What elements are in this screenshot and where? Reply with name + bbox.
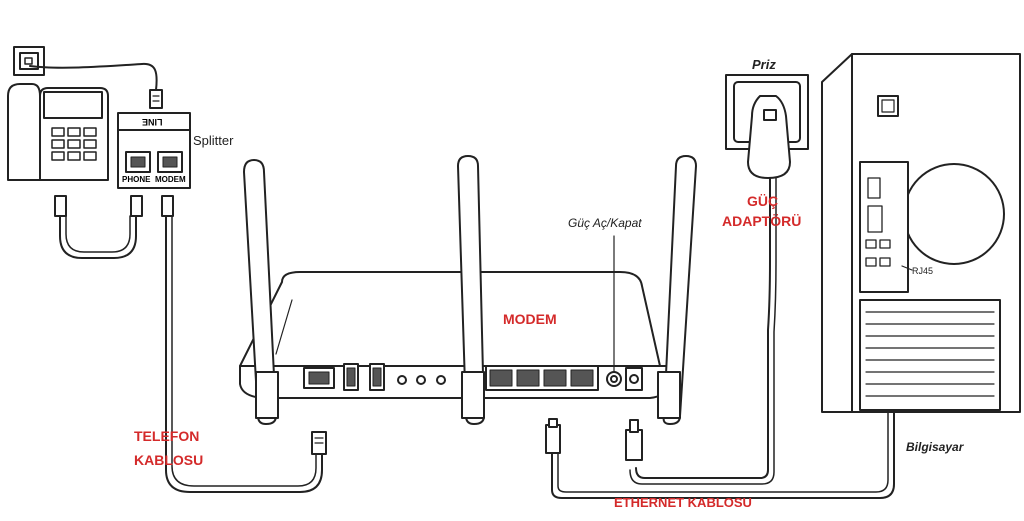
splitter-icon xyxy=(117,112,191,189)
phone-cable xyxy=(54,195,143,259)
telephone-icon xyxy=(7,83,109,181)
splitter-phone-label: PHONE xyxy=(122,175,151,184)
modem-label: MODEM xyxy=(503,311,557,327)
router-icon xyxy=(239,155,697,425)
telefon-label-2: KABLOSU xyxy=(134,452,204,468)
power-adapter-icon xyxy=(747,95,791,179)
power-cable xyxy=(625,177,777,485)
ethernet-label: ETHERNET KABLOSU xyxy=(614,495,752,510)
splitter-modem-label: MODEM xyxy=(155,175,186,184)
guc-ac-kapat-label: Güç Aç/Kapat xyxy=(568,216,642,230)
priz-label: Priz xyxy=(752,57,776,72)
guc-adaptor-label-1: GÜÇ xyxy=(747,193,779,209)
wall-phone-socket-icon xyxy=(13,46,45,76)
guc-adaptor-label-2: ADAPTÖRÜ xyxy=(722,213,802,229)
line-cable xyxy=(29,62,163,109)
splitter-line-label: LINE xyxy=(142,117,163,127)
splitter-label: Splitter xyxy=(193,133,234,148)
rj45-label: RJ45 xyxy=(912,266,934,276)
telefon-kablosu xyxy=(161,195,327,493)
telefon-label-1: TELEFON xyxy=(134,428,200,444)
computer-tower-icon xyxy=(821,53,1021,413)
bilgisayar-label: Bilgisayar xyxy=(906,440,964,454)
